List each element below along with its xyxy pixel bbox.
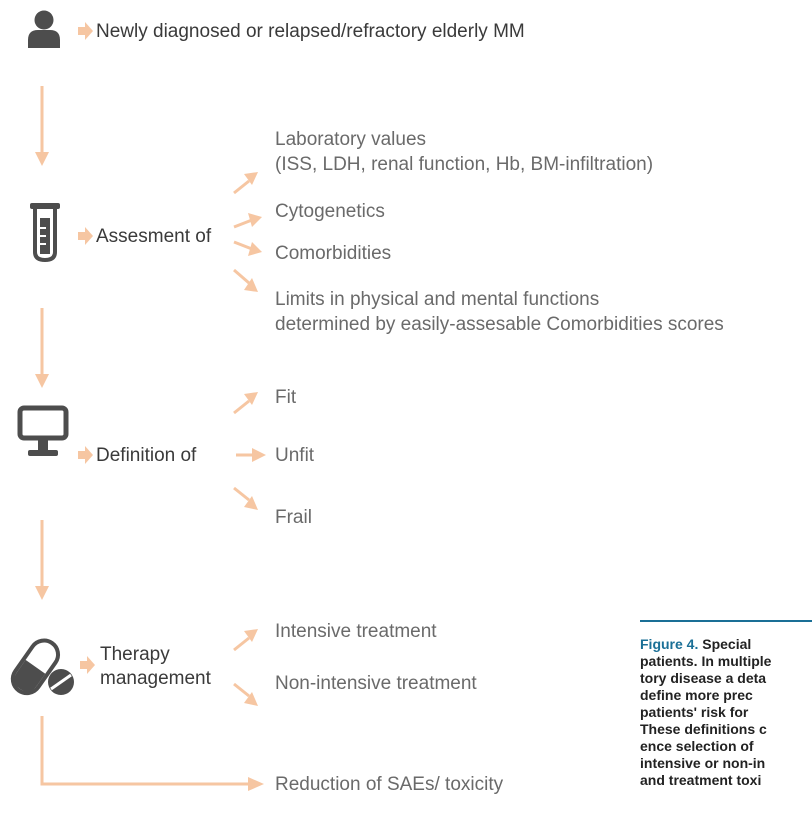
vertical-arrow-2 [35, 308, 49, 388]
branch-arrow-comorbidities [233, 240, 262, 256]
assessment-item-lab: Laboratory values (ISS, LDH, renal funct… [275, 127, 653, 177]
label-pointer-2 [78, 227, 93, 245]
outcome-label: Reduction of SAEs/ toxicity [275, 774, 504, 795]
definition-item-unfit: Unfit [275, 445, 315, 466]
assessment-item-limits-line2: determined by easily-assesable Comorbidi… [275, 314, 724, 335]
assessment-item-lab-line1: Laboratory values [275, 129, 427, 150]
branch-arrow-cytogenetics [233, 213, 262, 229]
caption-line-4: define more prec [640, 687, 753, 703]
assessment-label: Assesment of [96, 226, 212, 247]
label-pointer-3 [78, 446, 93, 464]
label-pointer-4 [80, 656, 95, 674]
assessment-item-cytogenetics: Cytogenetics [275, 201, 385, 222]
caption-line-1: Figure 4. Special [640, 636, 812, 653]
branch-arrow-intensive [233, 629, 258, 652]
person-icon [28, 10, 60, 48]
definition-label: Definition of [96, 445, 197, 466]
vertical-arrow-1 [35, 86, 49, 166]
assessment-item-limits-line1: Limits in physical and mental functions [275, 289, 600, 310]
branch-arrow-frail [233, 486, 258, 510]
caption-line-6: These definitions c [640, 721, 767, 737]
assessment-item-limits: Limits in physical and mental functions … [275, 287, 724, 337]
vertical-arrow-3 [35, 520, 49, 600]
caption-line-8: intensive or non-in [640, 755, 766, 771]
figure-caption: Figure 4. Special patients. In multiple … [640, 620, 812, 789]
therapy-label: Therapy management [100, 643, 211, 691]
assessment-item-lab-line2: (ISS, LDH, renal function, Hb, BM-infilt… [275, 154, 654, 175]
caption-line-3: tory disease a deta [640, 670, 767, 686]
caption-line-7: ence selection of [640, 738, 754, 754]
branch-arrow-limits [233, 268, 258, 292]
therapy-item-non-intensive: Non-intensive treatment [275, 673, 477, 694]
branch-arrow-unfit [236, 448, 266, 462]
population-label: Newly diagnosed or relapsed/refractory e… [96, 21, 525, 42]
branch-arrow-lab [233, 172, 258, 195]
caption-line-9: and treatment toxi [640, 772, 762, 788]
test-tube-icon [30, 203, 60, 263]
caption-line-2: patients. In multiple [640, 653, 772, 669]
therapy-label-line1: Therapy [100, 644, 170, 665]
definition-item-frail: Frail [275, 507, 312, 528]
branch-arrow-fit [233, 392, 258, 415]
caption-line-5: patients' risk for [640, 704, 749, 720]
figure-label: Figure 4. [640, 636, 699, 652]
caption-line-1-text: Special [702, 636, 752, 652]
monitor-icon [17, 405, 69, 456]
outcome-elbow-arrow [40, 716, 264, 791]
assessment-item-comorbidities: Comorbidities [275, 243, 392, 264]
therapy-item-intensive: Intensive treatment [275, 621, 437, 642]
pills-icon [10, 638, 74, 696]
label-pointer-1 [78, 22, 93, 40]
branch-arrow-non-intensive [233, 682, 258, 706]
definition-item-fit: Fit [275, 387, 297, 408]
therapy-label-line2: management [100, 668, 211, 689]
